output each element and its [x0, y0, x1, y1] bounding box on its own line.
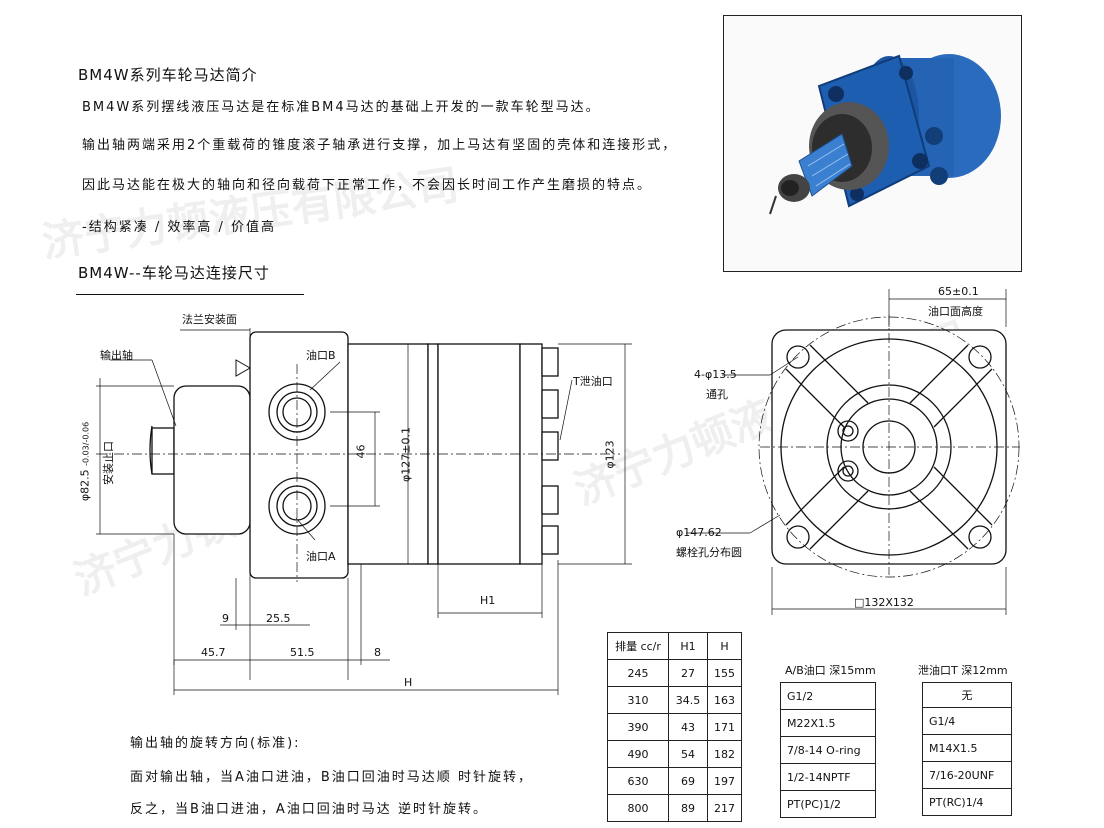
side-view-drawing: [96, 328, 632, 695]
ab-port-cell: 1/2-14NPTF: [780, 763, 876, 791]
ab-ports-title: A/B油口 深15mm: [785, 664, 876, 677]
list-item: 1/2-14NPTF: [780, 763, 876, 791]
ab-port-cell: M22X1.5: [780, 709, 876, 737]
dim-46: 46: [354, 444, 368, 459]
dim-127: φ127±0.1: [399, 427, 413, 482]
dim-h1: H1: [480, 594, 496, 607]
dim-65: 65±0.1: [938, 285, 979, 298]
header-h: H: [706, 632, 743, 660]
intro-line-1: BM4W系列摆线液压马达是在标准BM4马达的基础上开发的一款车轮型马达。: [82, 100, 601, 115]
pilot-spigot-label: 安装止口: [102, 441, 115, 485]
bolt-circle-sub: 螺栓孔分布圆: [676, 546, 742, 559]
square-size-label: □132X132: [854, 596, 914, 609]
intro-title: BM4W系列车轮马达简介: [78, 66, 258, 84]
t-port-cell: G1/4: [922, 707, 1012, 735]
ab-port-cell: G1/2: [780, 682, 876, 710]
intro-line-2: 输出轴两端采用2个重载荷的锥度滚子轴承进行支撑，加上马达有坚固的壳体和连接形式，: [82, 138, 678, 153]
mounting-holes-label: 4-φ13.5: [694, 368, 737, 381]
mounting-holes-sub: 通孔: [706, 388, 728, 401]
rotation-title: 输出轴的旋转方向(标准):: [130, 736, 301, 751]
port-a-label: 油口A: [306, 550, 336, 563]
dim-h: H: [404, 676, 413, 689]
table-cell: 43: [668, 713, 708, 741]
table-cell: 490: [607, 740, 669, 768]
table-cell: 69: [668, 767, 708, 795]
ab-port-cell: 7/8-14 O-ring: [780, 736, 876, 764]
list-item: 7/16-20UNF: [922, 761, 1012, 789]
motor-photo-illustration: [724, 16, 1021, 271]
list-item: 无: [922, 682, 1012, 708]
intro-line-3: 因此马达能在极大的轴向和径向载荷下正常工作，不会因长时间工作产生磨损的特点。: [82, 178, 653, 193]
rotation-line-2: 反之，当B油口进油，A油口回油时马达 逆时针旋转。: [130, 802, 488, 817]
table-cell: 155: [706, 659, 743, 687]
table-cell: 630: [607, 767, 669, 795]
dim-123: φ123: [603, 440, 617, 469]
drain-port-label: T泄油口: [573, 375, 613, 388]
table-cell: 800: [607, 794, 669, 822]
pilot-diameter-label: φ82.5 -0.03/-0.06: [78, 421, 92, 502]
t-ports-title: 泄油口T 深12mm: [918, 664, 1008, 677]
ab-port-cell: PT(PC)1/2: [780, 790, 876, 818]
dim-51-5: 51.5: [290, 646, 315, 659]
t-port-cell: 无: [922, 682, 1012, 708]
table-header-row: 排量 cc/r H1 H: [607, 632, 743, 660]
title-underline: [76, 294, 304, 295]
list-item: 7/8-14 O-ring: [780, 736, 876, 764]
list-item: PT(RC)1/4: [922, 788, 1012, 816]
table-cell: 245: [607, 659, 669, 687]
dim-8: 8: [374, 646, 381, 659]
t-port-cell: M14X1.5: [922, 734, 1012, 762]
table-cell: 182: [706, 740, 743, 768]
bolt-circle-label: φ147.62: [676, 526, 722, 539]
table-cell: 197: [706, 767, 743, 795]
header-h1: H1: [668, 632, 708, 660]
table-cell: 163: [706, 686, 743, 714]
t-port-cell: 7/16-20UNF: [922, 761, 1012, 789]
table-cell: 34.5: [668, 686, 708, 714]
table-cell: 390: [607, 713, 669, 741]
table-cell: 89: [668, 794, 708, 822]
watermark: 济宁力顿液压有限公司: [39, 159, 462, 267]
dim-9: 9: [222, 612, 229, 625]
front-view-drawing: [686, 289, 1020, 615]
output-shaft-label: 输出轴: [100, 349, 133, 362]
product-photo: [723, 15, 1022, 272]
dim-45-7: 45.7: [201, 646, 226, 659]
dim-25-5: 25.5: [266, 612, 291, 625]
table-cell: 217: [706, 794, 743, 822]
flange-face-label: 法兰安装面: [182, 313, 237, 326]
list-item: M22X1.5: [780, 709, 876, 737]
table-cell: 171: [706, 713, 743, 741]
port-b-label: 油口B: [306, 349, 336, 362]
table-cell: 310: [607, 686, 669, 714]
dims-title: BM4W--车轮马达连接尺寸: [78, 264, 270, 282]
table-cell: 27: [668, 659, 708, 687]
t-ports-table: 无 G1/4 M14X1.5 7/16-20UNF PT(RC)1/4: [922, 682, 1012, 816]
rotation-line-1: 面对输出轴，当A油口进油，B油口回油时马达顺 时针旋转，: [130, 770, 533, 785]
list-item: G1/2: [780, 682, 876, 710]
intro-features: -结构紧凑 / 效率高 / 价值高: [82, 220, 276, 235]
header-displacement: 排量 cc/r: [607, 632, 669, 660]
table-cell: 54: [668, 740, 708, 768]
list-item: M14X1.5: [922, 734, 1012, 762]
list-item: PT(PC)1/2: [780, 790, 876, 818]
ab-ports-table: G1/2 M22X1.5 7/8-14 O-ring 1/2-14NPTF PT…: [780, 682, 876, 818]
t-port-cell: PT(RC)1/4: [922, 788, 1012, 816]
list-item: G1/4: [922, 707, 1012, 735]
port-height-label: 油口面高度: [928, 305, 983, 318]
